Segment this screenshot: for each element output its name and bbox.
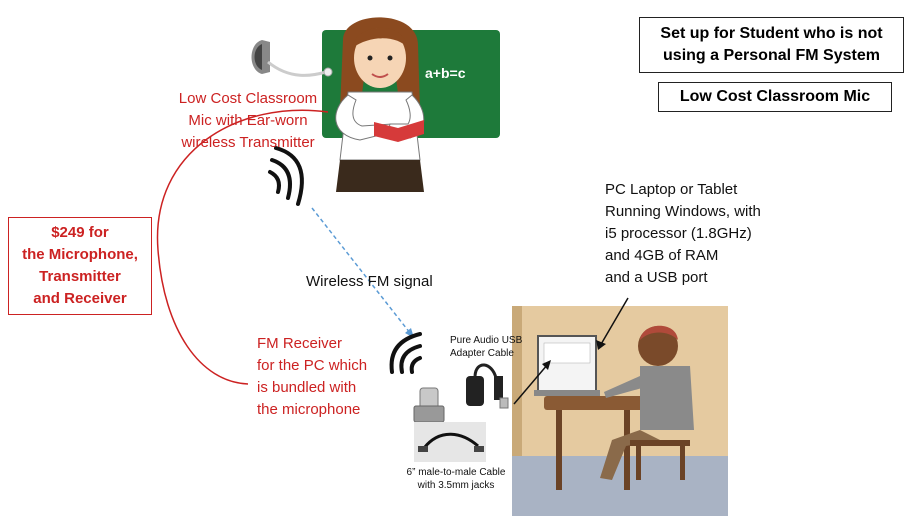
- usb-adapter-cable: [466, 363, 509, 409]
- chalkboard-text: a+b=c: [425, 65, 466, 81]
- pc-label-arrow-head: [596, 340, 606, 350]
- title-line-1: Set up for Student who is not: [660, 25, 883, 42]
- receiver-label-line-3: is bundled with: [257, 379, 357, 396]
- mic-label-line-3: wireless Transmitter: [181, 134, 315, 151]
- receiver-label-line-4: the microphone: [257, 401, 361, 418]
- transmitter-waves-icon: [268, 146, 304, 206]
- mic-label-line-1: Low Cost Classroom: [178, 90, 318, 107]
- price-line-1: $249 for: [51, 224, 109, 241]
- cable-label-line-1: 6” male-to-male Cable: [406, 467, 506, 478]
- pc-label-line-5: and a USB port: [605, 269, 708, 286]
- usb-label-line-2: Adapter Cable: [450, 348, 514, 359]
- signal-label: Wireless FM signal: [306, 272, 433, 292]
- receiver-waves-icon: [389, 332, 422, 374]
- cable-label-line-2: with 3.5mm jacks: [417, 480, 495, 491]
- usb-to-pc-arrow-head: [542, 360, 551, 370]
- student-scene: [512, 306, 728, 516]
- usb-to-pc-arrow: [513, 363, 549, 405]
- pc-label-line-1: PC Laptop or Tablet: [605, 181, 738, 198]
- subtitle-text: Low Cost Classroom Mic: [679, 88, 871, 105]
- price-connector-curve: [156, 109, 329, 385]
- fm-receiver-device: [413, 387, 445, 423]
- usb-label-line-1: Pure Audio USB: [450, 335, 523, 346]
- headset-mic-illustration: [251, 40, 333, 77]
- price-line-3: Transmitter: [39, 268, 121, 285]
- pc-label-line-3: i5 processor (1.8GHz): [605, 225, 752, 242]
- pc-label-line-4: and 4GB of RAM: [605, 247, 719, 264]
- mic-label-line-2: Mic with Ear-worn: [188, 112, 308, 129]
- usb-label: Pure Audio USB Adapter Cable: [450, 334, 540, 360]
- pc-label-arrow: [599, 297, 629, 347]
- signal-label-text: Wireless FM signal: [306, 273, 433, 290]
- price-line-2: the Microphone,: [22, 246, 138, 263]
- mic-label: Low Cost Classroom Mic with Ear-worn wir…: [162, 88, 334, 154]
- price-line-4: and Receiver: [33, 290, 127, 307]
- receiver-label: FM Receiver for the PC which is bundled …: [257, 333, 407, 421]
- receiver-label-line-2: for the PC which: [257, 357, 368, 374]
- price-box: $249 for the Microphone, Transmitter and…: [8, 217, 152, 315]
- subtitle-box: Low Cost Classroom Mic: [658, 82, 892, 112]
- cable-label: 6” male-to-male Cable with 3.5mm jacks: [386, 466, 526, 492]
- title-line-2: using a Personal FM System: [663, 47, 880, 64]
- teacher-illustration: [335, 17, 425, 192]
- title-box: Set up for Student who is not using a Pe…: [639, 17, 904, 73]
- pc-label-line-2: Running Windows, with: [605, 203, 761, 220]
- male-to-male-cable: [414, 422, 486, 462]
- receiver-label-line-1: FM Receiver: [257, 335, 343, 352]
- pc-label: PC Laptop or Tablet Running Windows, wit…: [605, 179, 815, 289]
